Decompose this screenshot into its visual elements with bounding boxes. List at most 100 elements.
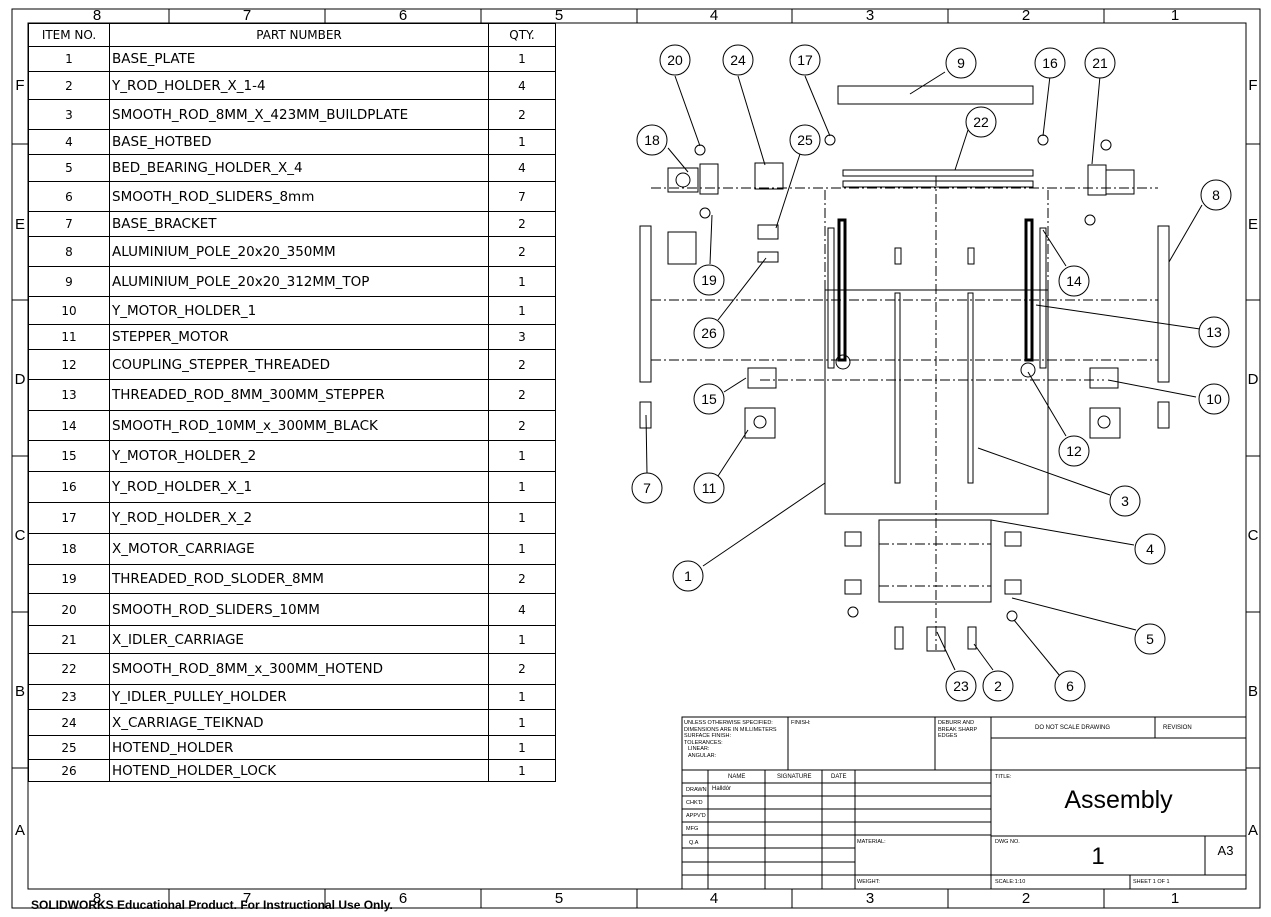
dwg-no-label: DWG NO. [995,839,1020,845]
zone-col-label: 5 [555,890,563,907]
balloon-circle [945,670,977,702]
zone-col-label: 3 [866,890,874,907]
balloon: 9 [945,47,977,79]
bom-part-number: SMOOTH_ROD_10MM_x_300MM_BLACK [109,410,489,441]
balloon: 10 [1198,383,1230,415]
balloon: 25 [789,124,821,156]
balloon: 18 [636,124,668,156]
bom-qty: 1 [488,533,556,565]
bom-qty: 1 [488,709,556,736]
balloon: 7 [631,472,663,504]
bom-header-item-no: ITEM NO. [28,23,110,47]
balloon-number: 13 [1206,324,1222,340]
balloon: 6 [1054,670,1086,702]
zone-row-label: D [15,371,26,388]
bom-qty: 2 [488,410,556,441]
bom-part-number: SMOOTH_ROD_8MM_X_423MM_BUILDPLATE [109,99,489,130]
bom-qty: 2 [488,211,556,237]
zone-row-label: C [1248,527,1259,544]
bom-item-no: 6 [28,181,110,212]
zone-col-label: 2 [1022,890,1030,907]
bom-item-no: 5 [28,154,110,182]
balloon-number: 23 [953,678,969,694]
balloon-circle [1109,485,1141,517]
balloon: 2 [982,670,1014,702]
bom-part-number: BASE_BRACKET [109,211,489,237]
balloon: 19 [693,264,725,296]
balloon-number: 8 [1212,187,1220,203]
bom-item-no: 26 [28,759,110,782]
zone-col-label: 3 [866,7,874,24]
unless-text: UNLESS OTHERWISE SPECIFIED: [684,720,773,726]
bom-item-no: 17 [28,502,110,534]
zone-row-label: F [1248,77,1257,94]
zone-col-label: 6 [399,7,407,24]
balloon-number: 26 [701,325,717,341]
bom-qty: 2 [488,564,556,594]
hotbed-shape [878,519,992,603]
bom-qty: 1 [488,759,556,782]
bom-qty: 2 [488,349,556,380]
bom-qty: 1 [488,684,556,710]
balloon-circle [1200,179,1232,211]
bom-item-no: 13 [28,379,110,411]
balloon-number: 11 [702,480,717,496]
bom-part-number: Y_IDLER_PULLEY_HOLDER [109,684,489,710]
balloon-circle [1198,316,1230,348]
balloon-circle [659,44,691,76]
balloon-circle [1134,623,1166,655]
zone-row-label: C [15,527,26,544]
do-not-scale: DO NOT SCALE DRAWING [1035,725,1111,731]
row-mfg: MFG [686,826,699,832]
balloon-number: 22 [973,114,989,130]
bom-part-number: BASE_PLATE [109,46,489,72]
row-qa: Q.A [689,840,699,846]
bom-part-number: Y_MOTOR_HOLDER_2 [109,440,489,472]
bom-part-number: SMOOTH_ROD_SLIDERS_10MM [109,593,489,626]
balloon: 20 [659,44,691,76]
bom-part-number: THREADED_ROD_SLODER_8MM [109,564,489,594]
bom-qty: 1 [488,440,556,472]
zone-col-label: 1 [1171,7,1179,24]
balloon-circle [965,106,997,138]
balloon-number: 19 [701,272,717,288]
title-label: TITLE: [995,774,1012,780]
balloon-circle [636,124,668,156]
balloon-number: 14 [1066,273,1082,289]
zone-col-label: 6 [399,890,407,907]
zone-row-label: A [1248,822,1258,839]
bom-qty: 1 [488,502,556,534]
sheet-label: SHEET 1 OF 1 [1133,879,1170,885]
title-block-frame [681,716,1247,890]
pole-left-shape [639,225,652,383]
balloon-number: 20 [667,52,683,68]
balloon-circle [1134,533,1166,565]
bom-item-no: 24 [28,709,110,736]
bom-qty: 2 [488,99,556,130]
balloon-circle [945,47,977,79]
balloon-circle [789,44,821,76]
zone-row-label: B [1248,683,1258,700]
balloon-circle [1058,435,1090,467]
bom-item-no: 8 [28,236,110,267]
balloon: 5 [1134,623,1166,655]
balloon: 12 [1058,435,1090,467]
balloon-circle [1084,47,1116,79]
col-signature: SIGNATURE [777,774,812,780]
pole-right-shape [1157,225,1170,383]
balloon: 24 [722,44,754,76]
bom-part-number: BED_BEARING_HOLDER_X_4 [109,154,489,182]
